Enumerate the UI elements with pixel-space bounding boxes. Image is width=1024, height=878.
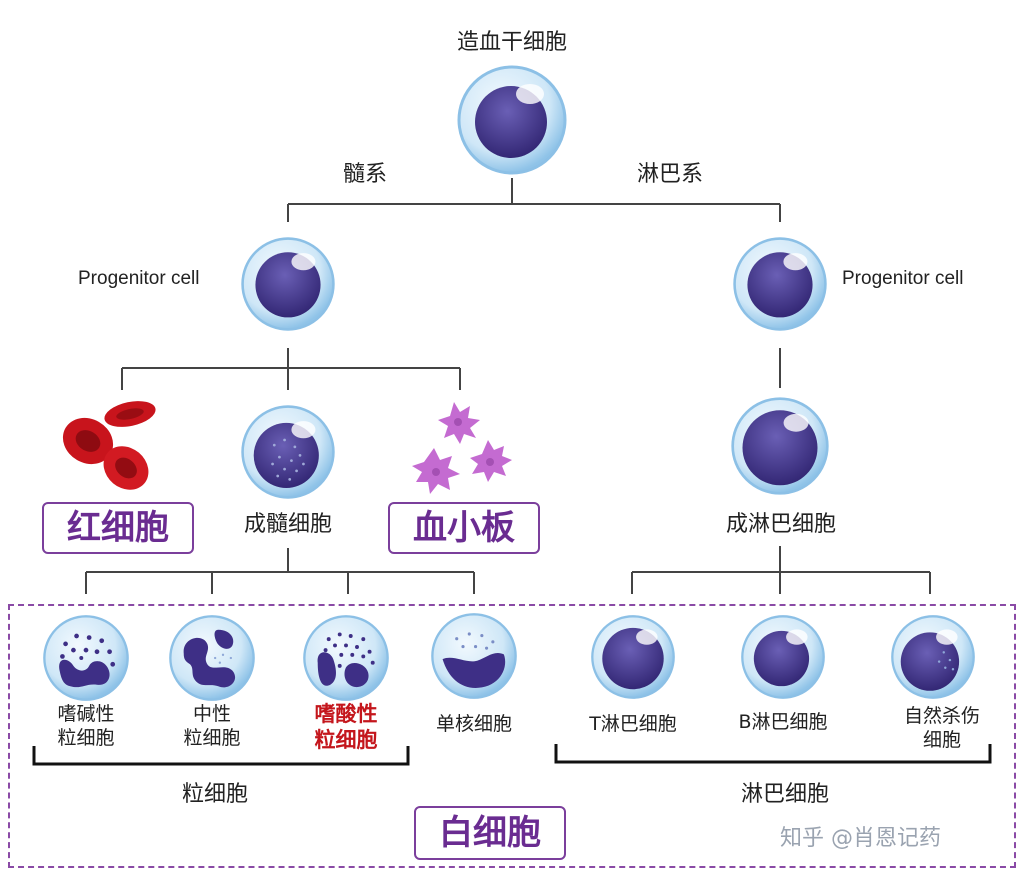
neutrophil-icon [169, 615, 255, 701]
leukocyte-box: 白细胞 [414, 806, 566, 860]
lymphoblast-icon [731, 397, 829, 495]
t-cell-label: T淋巴细胞 [589, 713, 677, 735]
basophil-icon [43, 615, 129, 701]
leukocyte-label: 白细胞 [439, 813, 541, 853]
eosinophil-label-line2: 粒细胞 [314, 728, 378, 752]
red-blood-cell-icon [62, 401, 156, 490]
eosinophil-label-line1: 嗜酸性 [314, 702, 378, 726]
stem-cell-icon [457, 65, 567, 175]
leukocyte-region [8, 604, 1016, 868]
myeloid-branch-label: 髓系 [342, 162, 387, 187]
progenitor-right-icon [733, 237, 827, 331]
red-blood-cell-label: 红细胞 [67, 508, 169, 548]
basophil-label-line2: 粒细胞 [57, 727, 115, 749]
myeloblast-label: 成髓细胞 [243, 512, 332, 537]
platelet-icon [412, 402, 512, 494]
eosinophil-icon [303, 615, 389, 701]
neutrophil-label-line1: 中性 [192, 703, 231, 725]
t-cell-icon [591, 615, 675, 699]
nk-cell-icon [891, 615, 975, 699]
progenitor-left-label: Progenitor cell [78, 268, 200, 289]
red-blood-cell-box: 红细胞 [42, 502, 194, 554]
monocyte-icon [431, 613, 517, 699]
nk-cell-label-line2: 细胞 [922, 729, 961, 751]
myeloblast-icon [241, 405, 335, 499]
lymphocyte-group-label: 淋巴细胞 [740, 782, 829, 807]
progenitor-right-label: Progenitor cell [842, 268, 964, 289]
monocyte-label: 单核细胞 [435, 713, 512, 735]
platelet-label: 血小板 [413, 508, 515, 548]
root-title: 造血干细胞 [456, 30, 567, 55]
nk-cell-label-line1: 自然杀伤 [903, 705, 980, 727]
progenitor-left-icon [241, 237, 335, 331]
granulocyte-group-label: 粒细胞 [181, 782, 248, 807]
neutrophil-label-line2: 粒细胞 [183, 727, 241, 749]
b-cell-icon [741, 615, 825, 699]
lymphoid-branch-label: 淋巴系 [636, 162, 703, 187]
watermark-text: 知乎 @肖恩记药 [780, 826, 941, 851]
b-cell-label: B淋巴细胞 [738, 711, 828, 733]
lymphoblast-label: 成淋巴细胞 [725, 512, 836, 537]
platelet-box: 血小板 [388, 502, 540, 554]
basophil-label-line1: 嗜碱性 [57, 703, 115, 725]
